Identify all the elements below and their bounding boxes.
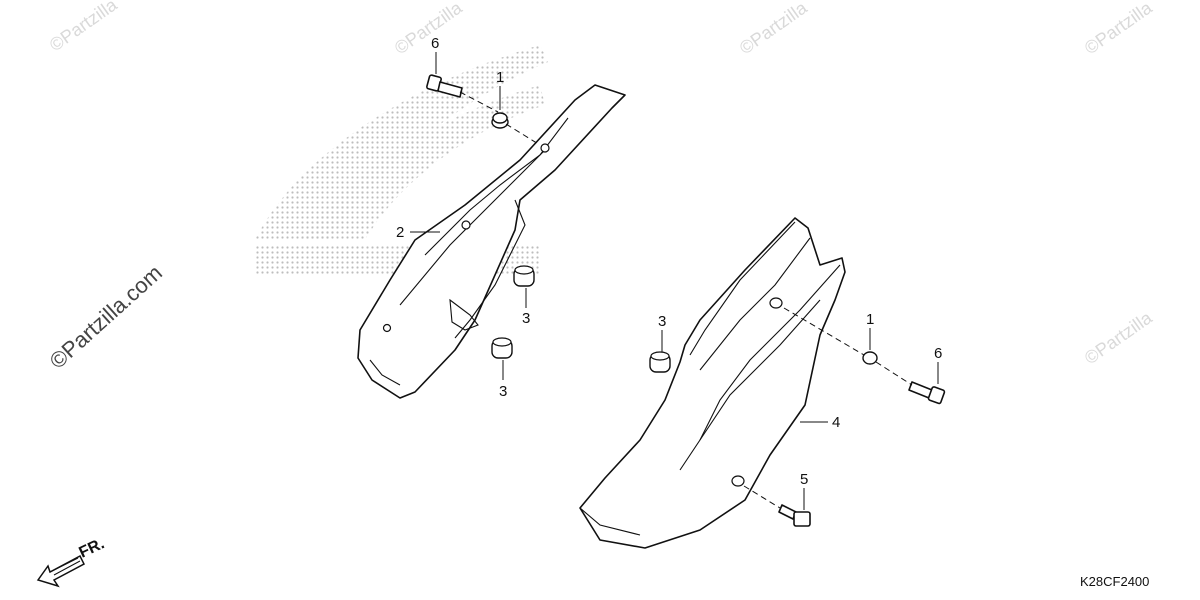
brand-label: ©Partzilla.com	[45, 260, 167, 374]
watermark: ©Partzilla	[46, 0, 122, 55]
callout-3-lower: 3	[499, 383, 507, 400]
bolt-5	[778, 504, 811, 527]
diagram-code: K28CF2400	[1080, 574, 1149, 589]
callout-5: 5	[800, 471, 808, 488]
grommet-3-upper	[513, 265, 535, 287]
collar-1-right	[862, 351, 878, 365]
watermark-layer: ©Partzilla ©Partzilla ©Partzilla ©Partzi…	[46, 0, 1157, 368]
assembly-line	[743, 485, 781, 509]
grommet-3-right	[649, 351, 671, 373]
grommet-3-lower	[491, 337, 513, 359]
watermark: ©Partzilla	[1081, 307, 1157, 368]
callout-1-upper: 1	[496, 69, 504, 86]
front-label: FR.	[77, 535, 108, 561]
assembly-line	[783, 307, 865, 356]
left-side-cover	[357, 84, 626, 399]
callout-4: 4	[832, 414, 840, 431]
assembly-line	[875, 361, 913, 386]
collar-1-upper	[491, 112, 509, 129]
callout-3-right: 3	[658, 313, 666, 330]
callout-2: 2	[396, 224, 404, 241]
right-side-cover	[579, 217, 846, 549]
callout-6-right: 6	[934, 345, 942, 362]
watermark: ©Partzilla	[391, 0, 467, 58]
assembly-line	[505, 123, 541, 146]
bolt-6-right	[908, 381, 946, 405]
watermark: ©Partzilla	[1081, 0, 1157, 58]
watermark: ©Partzilla	[736, 0, 812, 58]
callout-1-right: 1	[866, 311, 874, 328]
callout-3-upper: 3	[522, 310, 530, 327]
bolt-6-upper	[426, 74, 463, 98]
front-direction-arrow	[36, 554, 85, 588]
assembly-line	[459, 91, 499, 113]
callout-6-upper: 6	[431, 35, 439, 52]
